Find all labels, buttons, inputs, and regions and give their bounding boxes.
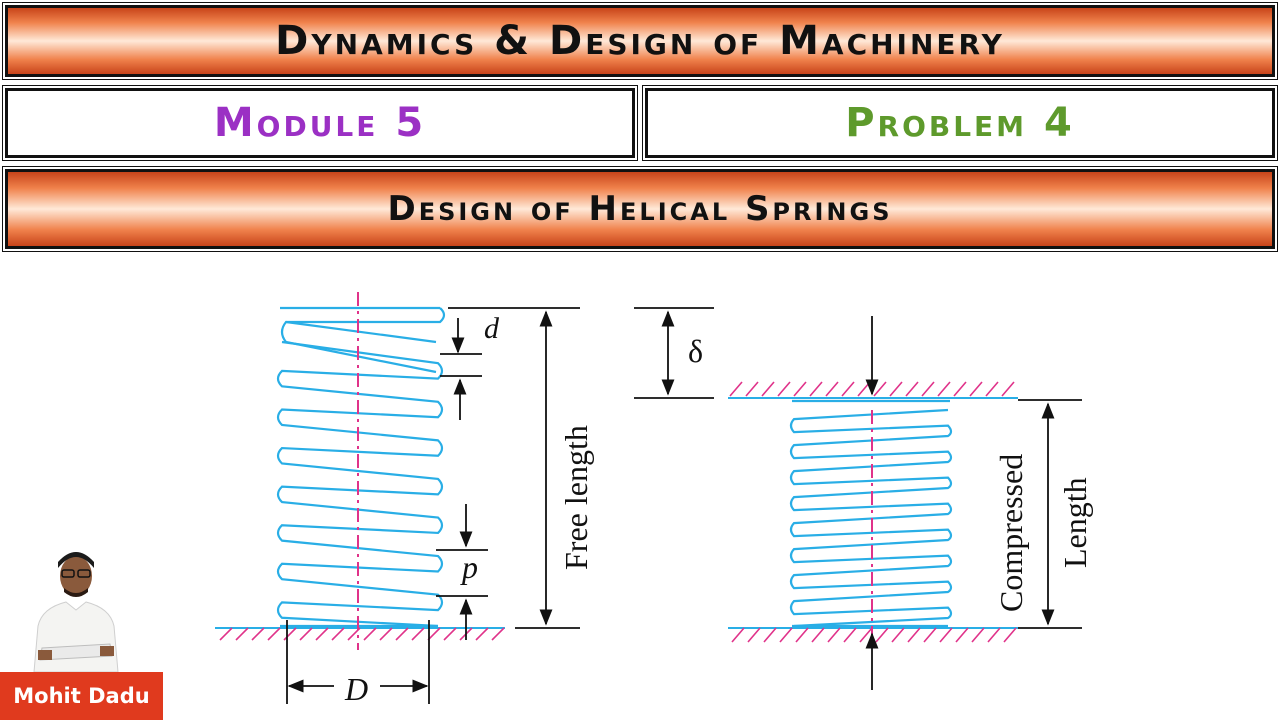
presenter-avatar — [33, 552, 119, 672]
length-label: Length — [1057, 477, 1093, 568]
ground-hatch-left — [215, 627, 505, 641]
pitch-dimension — [436, 504, 488, 640]
deflection-label: δ — [688, 333, 703, 369]
wire-diameter-label: d — [484, 312, 500, 345]
module-banner: Module 5 — [2, 85, 638, 161]
coil-diameter-label: D — [344, 671, 368, 707]
module-label: Module 5 — [213, 100, 427, 146]
problem-banner: Problem 4 — [642, 85, 1278, 161]
course-title: Dynamics & Design of Machinery — [275, 18, 1005, 64]
presenter-name: Mohit Dadu — [13, 684, 150, 708]
presenter-name-badge: Mohit Dadu — [0, 672, 163, 720]
problem-label: Problem 4 — [845, 100, 1075, 146]
deflection-dimension — [634, 307, 714, 399]
free-length-dimension — [515, 310, 580, 629]
coil-diameter-dimension — [286, 620, 430, 704]
top-plate-hatch — [728, 381, 1018, 399]
free-spring-coil — [276, 306, 446, 628]
title-banner: Dynamics & Design of Machinery — [2, 2, 1278, 80]
wire-diameter-dimension — [440, 307, 580, 420]
compressed-label: Compressed — [993, 454, 1029, 612]
pitch-label: p — [460, 549, 478, 585]
compressed-length-dimension — [1018, 399, 1082, 629]
topic-title: Design of Helical Springs — [387, 189, 893, 229]
topic-banner: Design of Helical Springs — [2, 166, 1278, 252]
free-length-label: Free length — [558, 425, 594, 570]
